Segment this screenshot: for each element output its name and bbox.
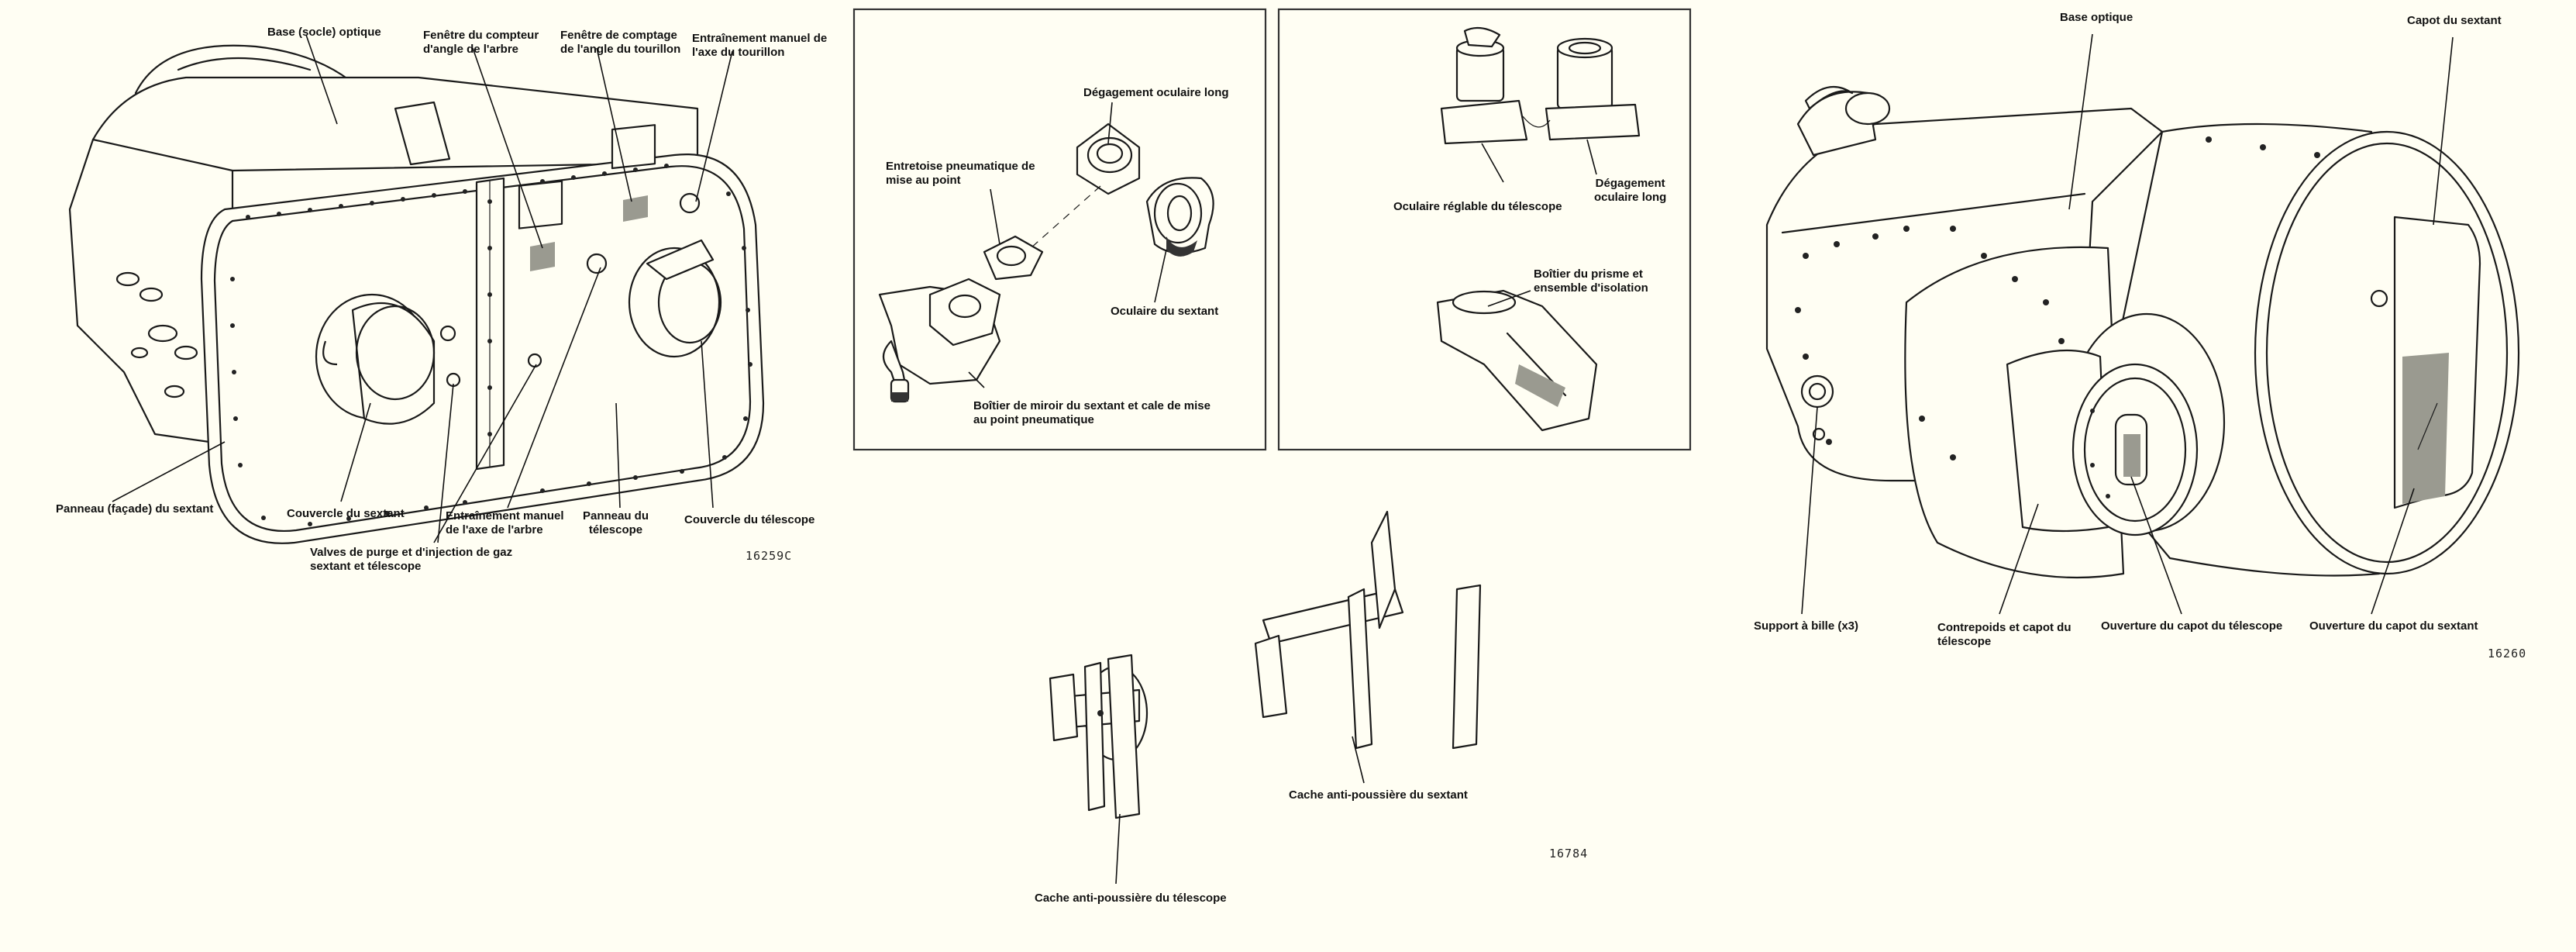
label-degagement-oculaire-long-a: Dégagement oculaire long (1083, 86, 1229, 99)
figure-code-right: 16260 (2488, 647, 2527, 661)
label-degagement-oculaire-long-b: Dégagement oculaire long (1594, 177, 1667, 204)
optical-base-illustration (68, 34, 765, 544)
label-base-socle-optique: Base (socle) optique (267, 26, 381, 39)
figure-code-middle: 16784 (1549, 847, 1589, 861)
label-cache-sextant: Cache anti-poussière du sextant (1289, 788, 1468, 802)
label-boitier-miroir: Boîtier de miroir du sextant et cale de … (973, 399, 1211, 426)
panel-a-frame (852, 8, 1267, 451)
label-fenetre-compteur: Fenêtre du compteur d'angle de l'arbre (423, 29, 539, 56)
label-valves-purge: Valves de purge et d'injection de gaz se… (310, 546, 513, 573)
label-oculaire-sextant: Oculaire du sextant (1111, 305, 1219, 318)
label-fenetre-comptage: Fenêtre de comptage de l'angle du touril… (560, 29, 681, 56)
label-entrainement-arbre: Entraînement manuel de l'axe de l'arbre (446, 509, 564, 536)
label-capot-sextant: Capot du sextant (2407, 14, 2502, 27)
covers-illustration (1765, 33, 2520, 615)
figure-code-left: 16259C (746, 549, 793, 563)
label-ouverture-capot-sextant: Ouverture du capot du sextant (2309, 619, 2478, 633)
label-couvercle-sextant: Couvercle du sextant (287, 507, 405, 520)
label-panneau-sextant: Panneau (façade) du sextant (56, 502, 214, 516)
label-ouverture-capot-telescope: Ouverture du capot du télescope (2101, 619, 2283, 633)
label-base-optique: Base optique (2060, 11, 2133, 24)
panel-b-frame (1277, 8, 1692, 451)
label-support-bille: Support à bille (x3) (1754, 619, 1859, 633)
label-boitier-prisme: Boîtier du prisme et ensemble d'isolatio… (1534, 267, 1648, 295)
label-entrainement-tourillon: Entraînement manuel de l'axe du tourillo… (692, 32, 828, 59)
label-oculaire-reglable: Oculaire réglable du télescope (1393, 200, 1562, 213)
label-entretoise-pneumatique: Entretoise pneumatique de mise au point (886, 160, 1035, 187)
label-panneau-telescope: Panneau du télescope (583, 509, 649, 536)
accessories-illustration (852, 8, 1692, 885)
label-cache-telescope: Cache anti-poussière du télescope (1035, 892, 1227, 905)
label-contrepoids: Contrepoids et capot du télescope (1937, 621, 2071, 648)
label-couvercle-telescope: Couvercle du télescope (684, 513, 815, 526)
